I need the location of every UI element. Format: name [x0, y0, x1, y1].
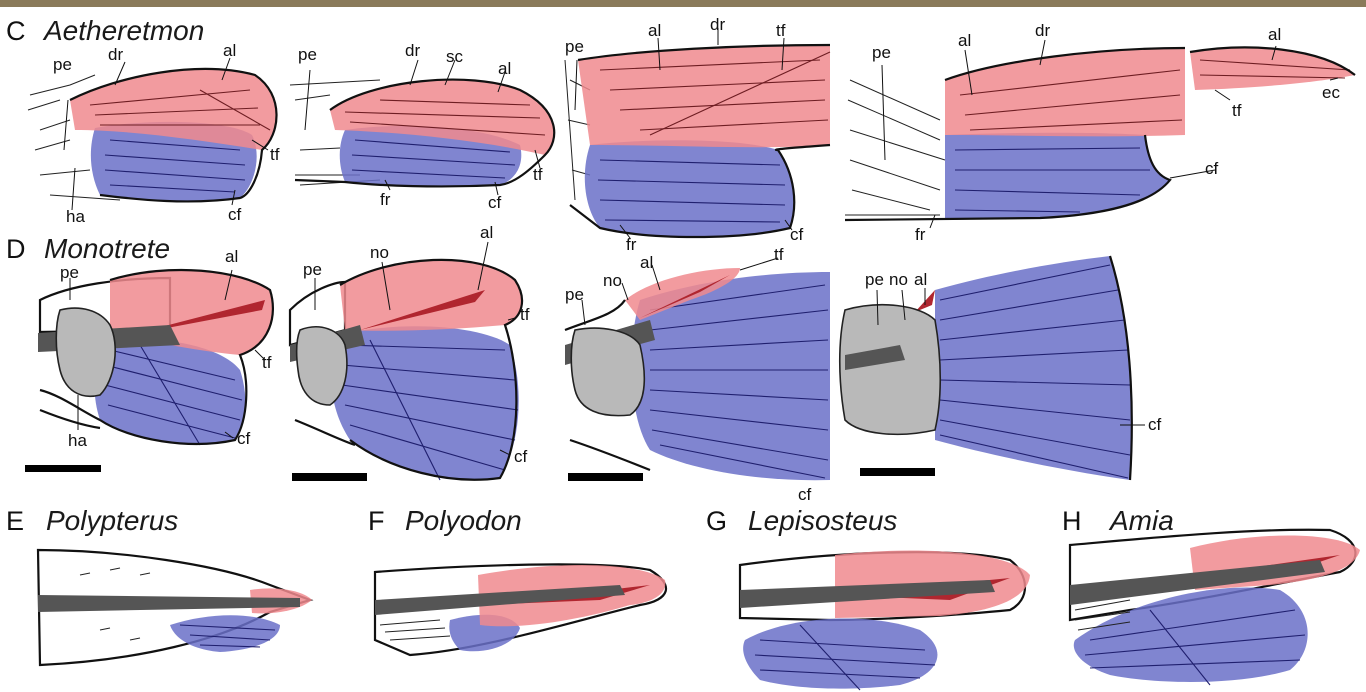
label-fr: fr [915, 225, 926, 244]
label-cf: cf [1148, 415, 1162, 434]
label-pe: pe [60, 263, 79, 282]
c-specimen-1: pe dr al ha tf cf [28, 41, 280, 226]
panel-letter-e: E [6, 506, 24, 536]
label-cf: cf [488, 193, 502, 212]
label-cf: cf [798, 485, 812, 504]
label-al: al [223, 41, 236, 60]
panel-letter-h: H [1062, 506, 1082, 536]
panel-taxon-h: Amia [1108, 505, 1174, 536]
label-al: al [225, 247, 238, 266]
scale-bar-1 [25, 465, 101, 472]
c-specimen-2: pe dr sc al fr cf tf [290, 41, 554, 212]
label-tf: tf [1232, 101, 1242, 120]
label-pe: pe [565, 37, 584, 56]
panel-taxon-c: Aetheretmon [42, 15, 204, 46]
label-cf: cf [790, 225, 804, 244]
label-cf: cf [228, 205, 242, 224]
label-no: no [370, 243, 389, 262]
panel-taxon-g: Lepisosteus [748, 505, 897, 536]
panel-taxon-e: Polypterus [46, 505, 178, 536]
label-pe: pe [298, 45, 317, 64]
label-fr: fr [626, 235, 637, 254]
label-ha: ha [68, 431, 87, 450]
label-tf: tf [262, 353, 272, 372]
label-dr: dr [1035, 21, 1050, 40]
label-dr: dr [108, 45, 123, 64]
label-dr: dr [710, 15, 725, 34]
label-fr: fr [380, 190, 391, 209]
label-ec: ec [1322, 83, 1340, 102]
panel-letter-c: C [6, 16, 26, 46]
label-pe: pe [865, 270, 884, 289]
panel-taxon-d: Monotrete [44, 233, 170, 264]
panel-letter-d: D [6, 234, 26, 264]
label-pe: pe [53, 55, 72, 74]
panel-f: F Polyodon [368, 505, 666, 655]
scale-bar-2 [292, 473, 367, 481]
panel-letter-g: G [706, 506, 727, 536]
label-al: al [498, 59, 511, 78]
panel-e: E Polypterus [6, 505, 312, 665]
label-tf: tf [533, 165, 543, 184]
panel-h: H Amia [1062, 505, 1360, 685]
label-sc: sc [446, 47, 464, 66]
label-al: al [914, 270, 927, 289]
label-no: no [603, 271, 622, 290]
label-ha: ha [66, 207, 85, 226]
d-specimen-2: pe no al tf cf [290, 223, 530, 481]
label-pe: pe [303, 260, 322, 279]
label-cf: cf [514, 447, 528, 466]
panel-taxon-f: Polyodon [405, 505, 522, 536]
top-border-strip [0, 0, 1366, 7]
label-al: al [480, 223, 493, 242]
label-tf: tf [776, 21, 786, 40]
label-tf: tf [520, 305, 530, 324]
label-pe: pe [565, 285, 584, 304]
label-no: no [889, 270, 908, 289]
label-dr: dr [405, 41, 420, 60]
label-pe: pe [872, 43, 891, 62]
panel-g: G Lepisosteus [706, 505, 1030, 690]
label-tf: tf [270, 145, 280, 164]
c-specimen-3: pe al dr tf fr cf [565, 15, 830, 254]
label-cf: cf [1205, 159, 1219, 178]
label-al-2: al [1268, 25, 1281, 44]
label-cf: cf [237, 429, 251, 448]
scale-bar-4 [860, 468, 935, 476]
label-al: al [958, 31, 971, 50]
d-specimen-4: pe no al cf [840, 256, 1162, 480]
label-tf: tf [774, 245, 784, 264]
d-specimen-1: pe al tf ha cf [25, 247, 273, 472]
d-specimen-3: pe no al tf cf [565, 245, 830, 504]
label-al: al [640, 253, 653, 272]
panel-letter-f: F [368, 506, 385, 536]
c-specimen-4: pe al dr al ec tf cf fr [845, 21, 1355, 244]
scale-bar-3 [568, 473, 643, 481]
label-al: al [648, 21, 661, 40]
